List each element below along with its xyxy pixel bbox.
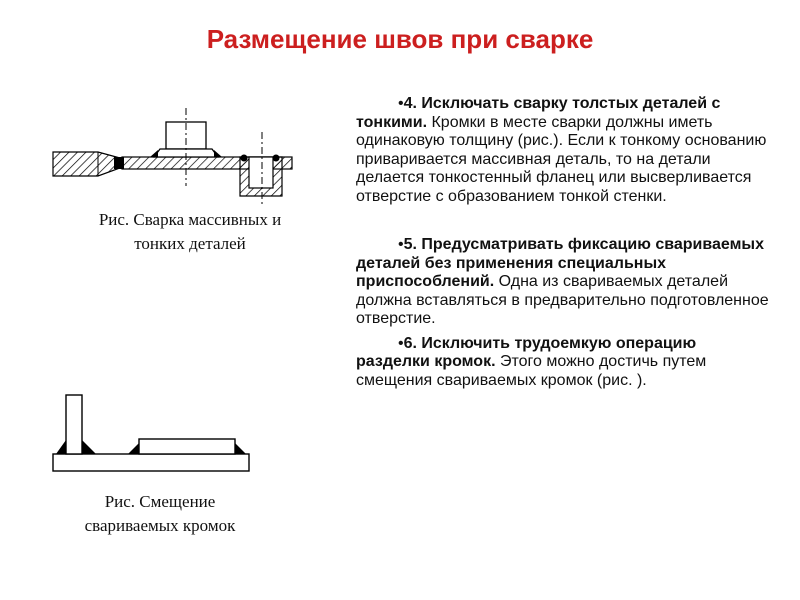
rule-bold-text: 5. Предусматривать фиксацию свариваемых …	[356, 236, 764, 290]
rule-bold-text: 6. Исключить трудоемкую операцию разделк…	[356, 334, 697, 371]
figure-2-caption: Рис. Смещение свариваемых кромок	[20, 490, 300, 538]
caption-line: свариваемых кромок	[84, 516, 236, 535]
slide-title: Размещение швов при сварке	[206, 24, 594, 54]
caption-line: Рис. Смещение	[104, 492, 216, 511]
base-plate	[52, 453, 250, 472]
weld-fillet-flange-right	[214, 150, 222, 157]
caption-line: тонких деталей	[134, 234, 246, 253]
thick-part-hatched	[52, 151, 121, 177]
rule-normal-text: Кромки в месте сварки должны иметь одина…	[356, 113, 767, 205]
bullet: •	[398, 236, 404, 253]
weld-fillet-plate-left	[128, 443, 139, 454]
figure-1-drawing	[52, 108, 293, 205]
rules-text-column: •4. Исключать сварку толстых деталей с т…	[356, 95, 770, 390]
figure-1-caption: Рис. Сварка массивных и тонких деталей	[40, 208, 340, 256]
rule-normal-text: Одна из свариваемых деталей должна встав…	[356, 273, 769, 327]
rule-6: •6. Исключить трудоемкую операцию раздел…	[356, 335, 770, 391]
figure-2-drawing	[52, 394, 250, 472]
rule-4: •4. Исключать сварку толстых деталей с т…	[356, 95, 770, 206]
weld-dot-cup-right	[272, 154, 280, 162]
bullet: •	[398, 334, 404, 352]
vertical-post	[65, 394, 83, 455]
top-plate	[138, 438, 236, 455]
rule-bold-text: 4. Исключать сварку толстых деталей с то…	[356, 95, 721, 131]
rule-normal-text: Этого можно достичь путем смещения свари…	[356, 353, 707, 389]
weld-fillet-plate-right	[235, 443, 246, 454]
weld-fillet-post-right	[82, 440, 96, 454]
rule-5: •5. Предусматривать фиксацию свариваемых…	[356, 236, 770, 329]
bullet: •	[398, 95, 404, 112]
weld-dot-cup-left	[240, 154, 248, 162]
weld-fillet-post-left	[56, 440, 66, 454]
caption-line: Рис. Сварка массивных и	[98, 210, 282, 229]
weld-fillet-flange-left	[150, 150, 158, 157]
